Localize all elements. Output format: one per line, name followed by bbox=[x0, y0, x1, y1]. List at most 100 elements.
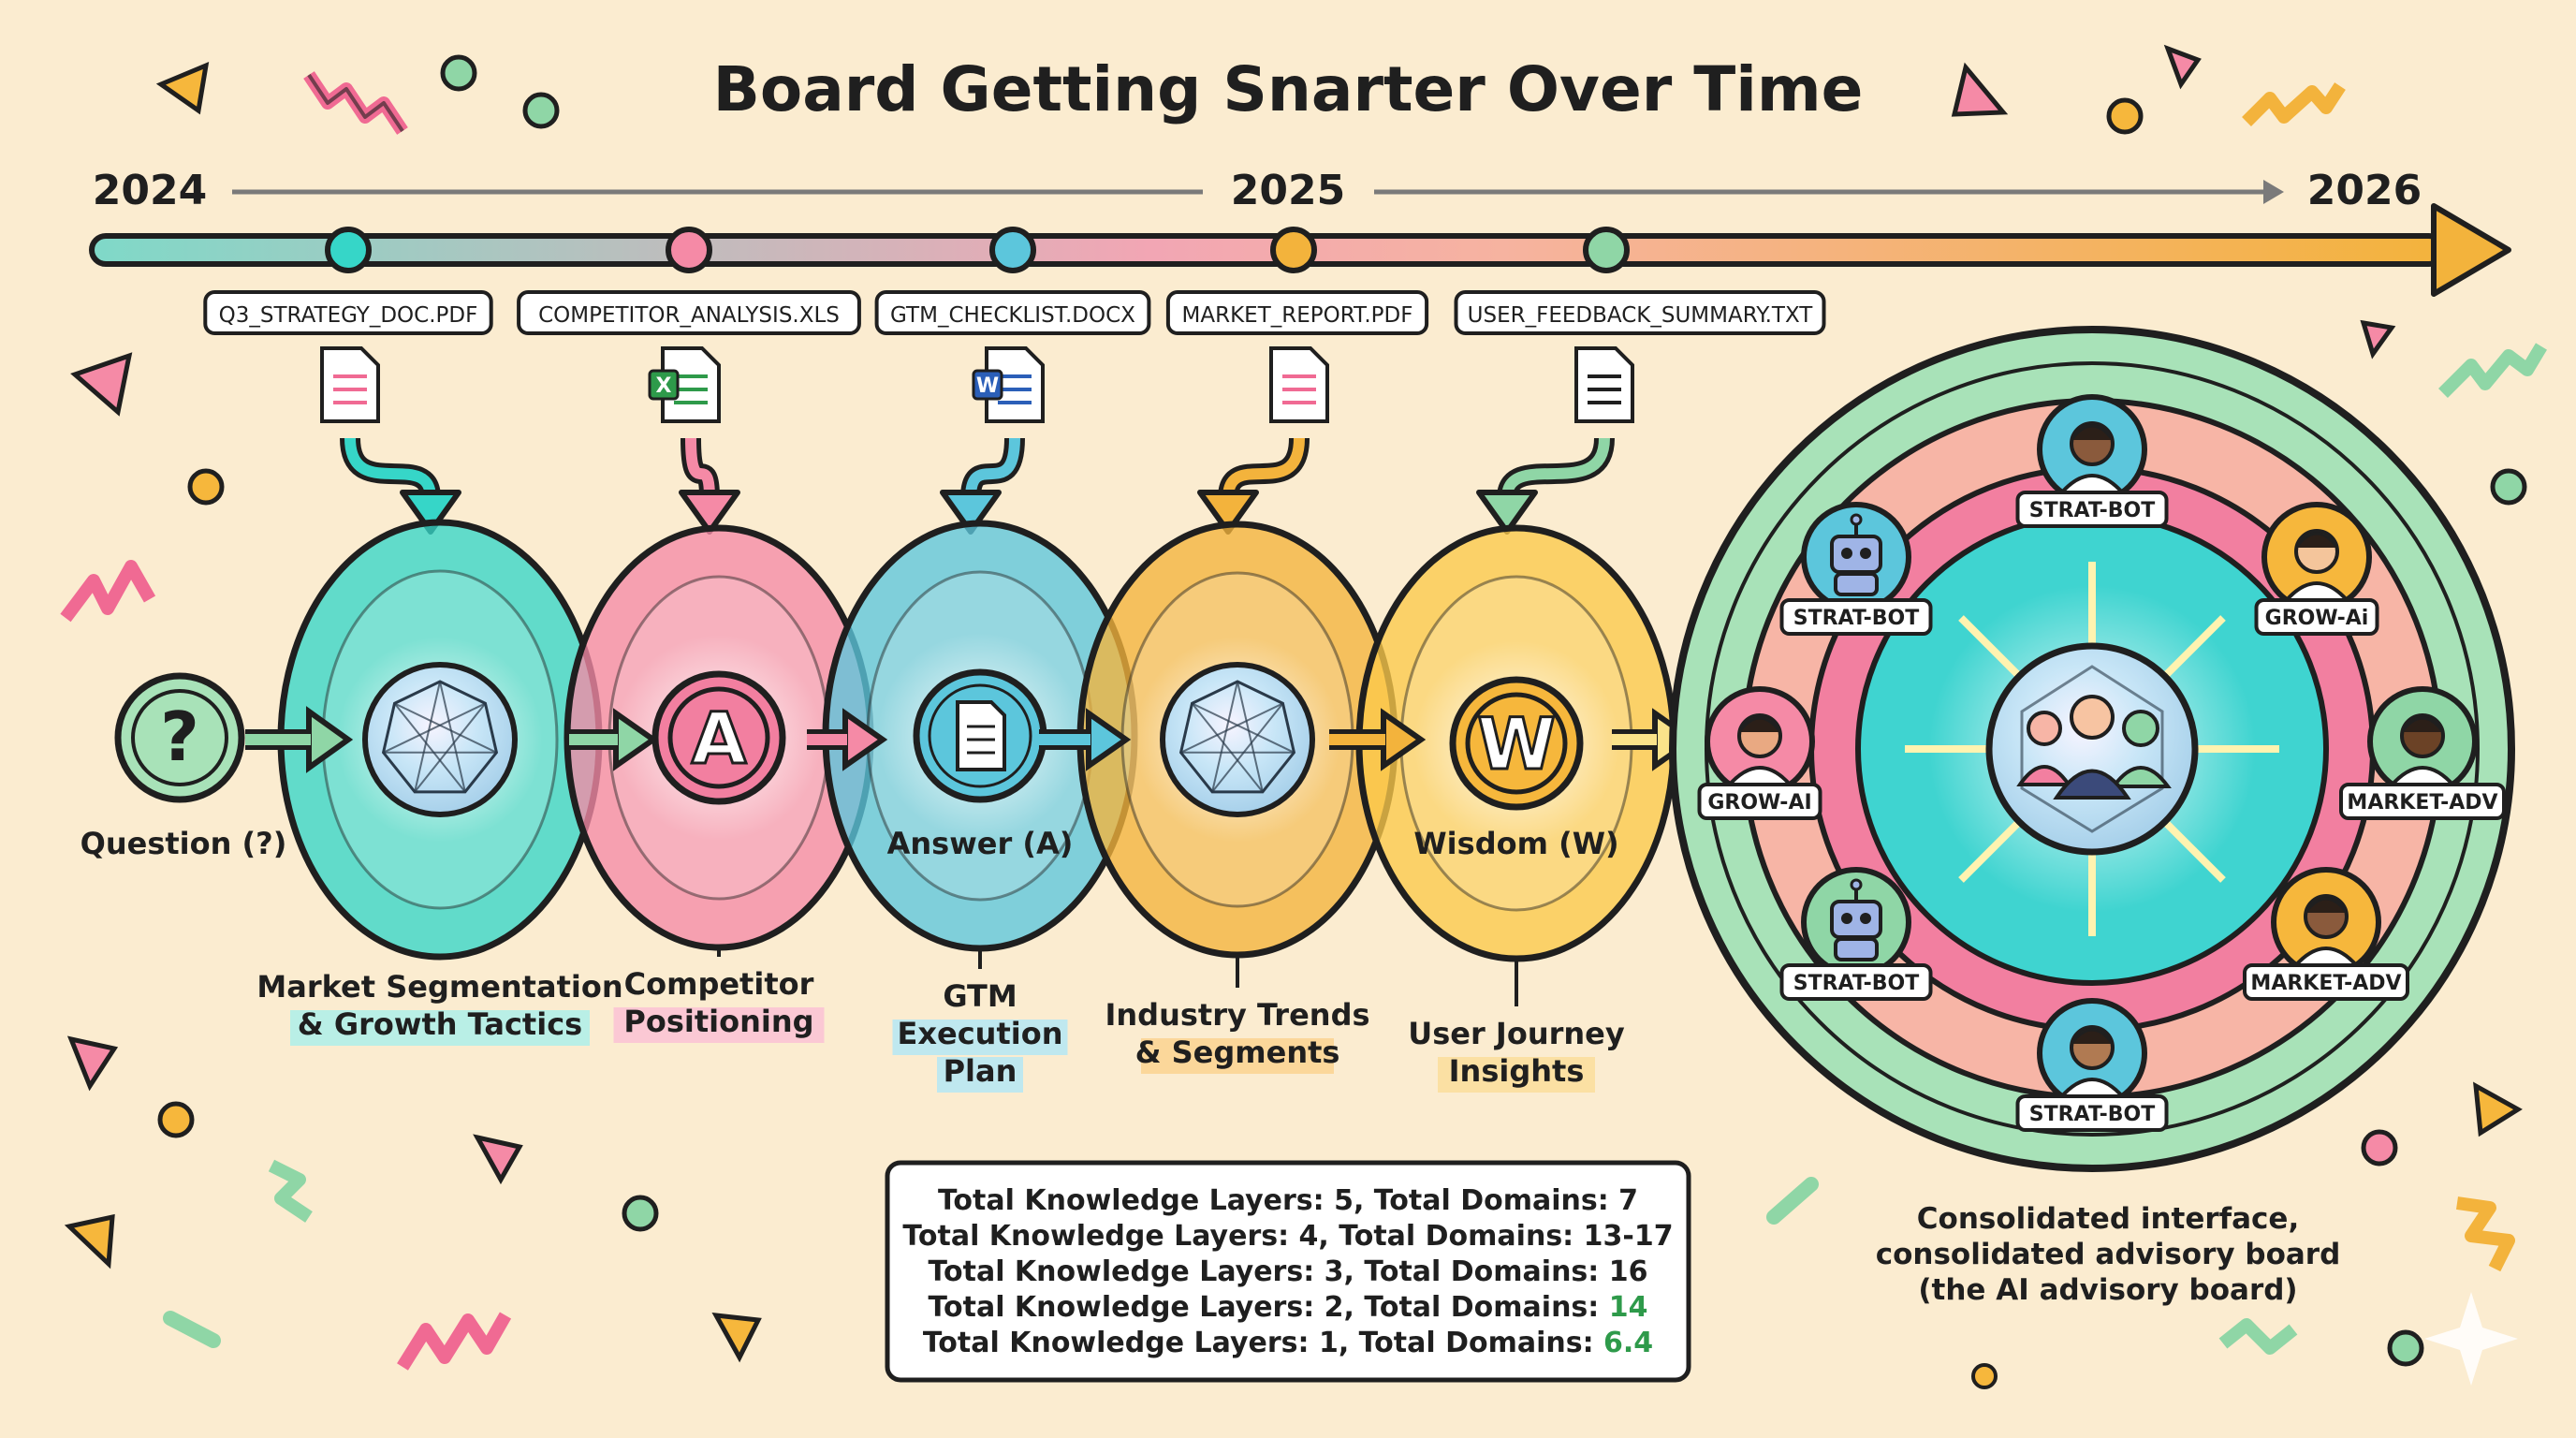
flow-arrow-3 bbox=[807, 708, 888, 771]
excel-icon: X bbox=[648, 346, 721, 423]
crystal-gem-icon bbox=[1160, 662, 1315, 817]
file-input-arrow bbox=[1197, 437, 1310, 535]
flow-arrow-2 bbox=[569, 708, 659, 771]
stage-label-line: & Growth Tactics bbox=[298, 1006, 582, 1042]
advisor-label: STRAT-BOT bbox=[2029, 499, 2156, 522]
file-input-arrow bbox=[1476, 437, 1615, 535]
flow-arrow-4 bbox=[1039, 708, 1132, 771]
timeline-marker bbox=[1270, 227, 1317, 273]
file-name: COMPETITOR_ANALYSIS.XLS bbox=[538, 303, 840, 328]
advisor-5: STRAT-BOT bbox=[2015, 998, 2169, 1132]
year-label-middle: 2025 bbox=[1231, 167, 1345, 214]
file-input-arrow bbox=[340, 437, 461, 535]
stats-value: 16 bbox=[1609, 1255, 1648, 1288]
knowledge-stages: A W Answer (A) Wisdom (W) Market Segmentatio… bbox=[256, 519, 1677, 1093]
flow-arrow-1 bbox=[245, 706, 354, 773]
wisdom-label: Wisdom (W) bbox=[1413, 826, 1618, 861]
answer-label: Answer (A) bbox=[887, 826, 1074, 861]
board-members-icon bbox=[2016, 695, 2172, 800]
file-chip-4: MARKET_REPORT.PDF bbox=[1165, 290, 1429, 535]
stats-value: 14 bbox=[1609, 1291, 1648, 1324]
stage-label-line: Competitor bbox=[624, 966, 814, 1002]
file-chip-2: COMPETITOR_ANALYSIS.XLS X bbox=[517, 290, 861, 535]
stats-value: 6.4 bbox=[1603, 1327, 1653, 1359]
file-input-arrow bbox=[940, 437, 1025, 535]
stage-label-line: Market Segmentation bbox=[256, 969, 622, 1005]
timeline-marker bbox=[325, 227, 372, 273]
pdf-icon bbox=[1269, 346, 1329, 423]
stats-value: 7 bbox=[1618, 1184, 1638, 1217]
robot-icon bbox=[1830, 513, 1882, 596]
timeline-marker bbox=[1583, 227, 1630, 273]
stats-line-1: Total Knowledge Layers: 5, Total Domains… bbox=[938, 1184, 1638, 1217]
flow-arrow-5 bbox=[1329, 708, 1427, 771]
file-chip-3: GTM_CHECKLIST.DOCX W bbox=[874, 290, 1151, 535]
file-name: GTM_CHECKLIST.DOCX bbox=[890, 303, 1135, 328]
pdf-icon bbox=[320, 346, 380, 423]
advisor-2: GROW-Ai bbox=[2254, 502, 2379, 636]
advisor-6: STRAT-BOT bbox=[1779, 867, 1933, 1001]
stats-text: Total Knowledge Layers: 5, Total Domains… bbox=[938, 1184, 1618, 1217]
stats-value: 13-17 bbox=[1584, 1220, 1674, 1253]
stage-label-line: Industry Trends bbox=[1105, 997, 1369, 1033]
advisor-label: STRAT-BOT bbox=[1793, 607, 1920, 630]
stats-line-2: Total Knowledge Layers: 4, Total Domains… bbox=[902, 1220, 1673, 1253]
wisdom-w-icon-letter: W bbox=[1477, 702, 1556, 785]
person-avatar-icon bbox=[2056, 421, 2129, 496]
stats-line-4: Total Knowledge Layers: 2, Total Domains… bbox=[929, 1291, 1648, 1324]
stage-label-line: Positioning bbox=[623, 1004, 813, 1039]
file-type-letter: W bbox=[976, 374, 999, 398]
stats-box: Total Knowledge Layers: 5, Total Domains… bbox=[885, 1160, 1691, 1383]
advisor-4: MARKET-ADV bbox=[2243, 867, 2409, 1001]
stage-label-line: Insights bbox=[1449, 1053, 1585, 1089]
year-label-start: 2024 bbox=[93, 167, 207, 214]
advisor-1: STRAT-BOT bbox=[2015, 394, 2169, 528]
file-name: USER_FEEDBACK_SUMMARY.TXT bbox=[1468, 303, 1814, 328]
stats-text: Total Knowledge Layers: 2, Total Domains… bbox=[929, 1291, 1609, 1324]
person-avatar-icon bbox=[2056, 1025, 2129, 1100]
document-icon bbox=[913, 668, 1047, 803]
file-type-letter: X bbox=[656, 374, 672, 398]
advisor-label: GROW-AI bbox=[1707, 791, 1811, 814]
page-title: Board Getting Snarter Over Time bbox=[713, 53, 1864, 125]
stats-line-5: Total Knowledge Layers: 1, Total Domains… bbox=[923, 1327, 1653, 1359]
stage-label-line: & Segments bbox=[1135, 1034, 1340, 1070]
answer-a-icon-letter: A bbox=[692, 697, 747, 780]
answer-a-icon: A bbox=[651, 670, 786, 805]
decorative-confetti bbox=[60, 44, 2548, 1389]
robot-icon bbox=[1830, 878, 1882, 961]
stage-label-1: Market Segmentation& Growth Tactics bbox=[256, 969, 623, 1046]
board-caption: Consolidated interface, consolidated adv… bbox=[1876, 1202, 2341, 1307]
stage-label-4: Industry Trends& Segments bbox=[1105, 997, 1370, 1074]
stage-label-line: Plan bbox=[944, 1053, 1017, 1089]
word-icon: W bbox=[972, 346, 1045, 423]
question-node: ? Question (?) bbox=[80, 672, 286, 861]
board-caption-line-2: consolidated advisory board bbox=[1876, 1238, 2341, 1271]
file-name: MARKET_REPORT.PDF bbox=[1182, 303, 1413, 328]
advisor-3: MARKET-ADV bbox=[2339, 686, 2506, 820]
stage-label-line: Execution bbox=[898, 1016, 1063, 1051]
file-chip-1: Q3_STRATEGY_DOC.PDF bbox=[203, 290, 493, 535]
stage-label-line: User Journey bbox=[1408, 1016, 1625, 1051]
board-caption-line-1: Consolidated interface, bbox=[1917, 1202, 2299, 1236]
file-input-arrow bbox=[679, 437, 740, 535]
wisdom-w-icon: W bbox=[1449, 676, 1584, 811]
advisor-label: MARKET-ADV bbox=[2347, 791, 2497, 814]
timeline-marker bbox=[989, 227, 1036, 273]
question-mark-icon: ? bbox=[160, 697, 199, 776]
text-file-icon bbox=[1574, 346, 1634, 423]
file-chip-5: USER_FEEDBACK_SUMMARY.TXT bbox=[1454, 290, 1826, 535]
advisor-label: GROW-Ai bbox=[2265, 607, 2369, 630]
stats-text: Total Knowledge Layers: 1, Total Domains… bbox=[923, 1327, 1603, 1359]
advisor-label: STRAT-BOT bbox=[2029, 1103, 2156, 1126]
stats-lines: Total Knowledge Layers: 5, Total Domains… bbox=[902, 1184, 1673, 1359]
timeline-years: 2024 2025 2026 bbox=[93, 167, 2422, 214]
board-caption-line-3: (the AI advisory board) bbox=[1918, 1273, 2297, 1307]
